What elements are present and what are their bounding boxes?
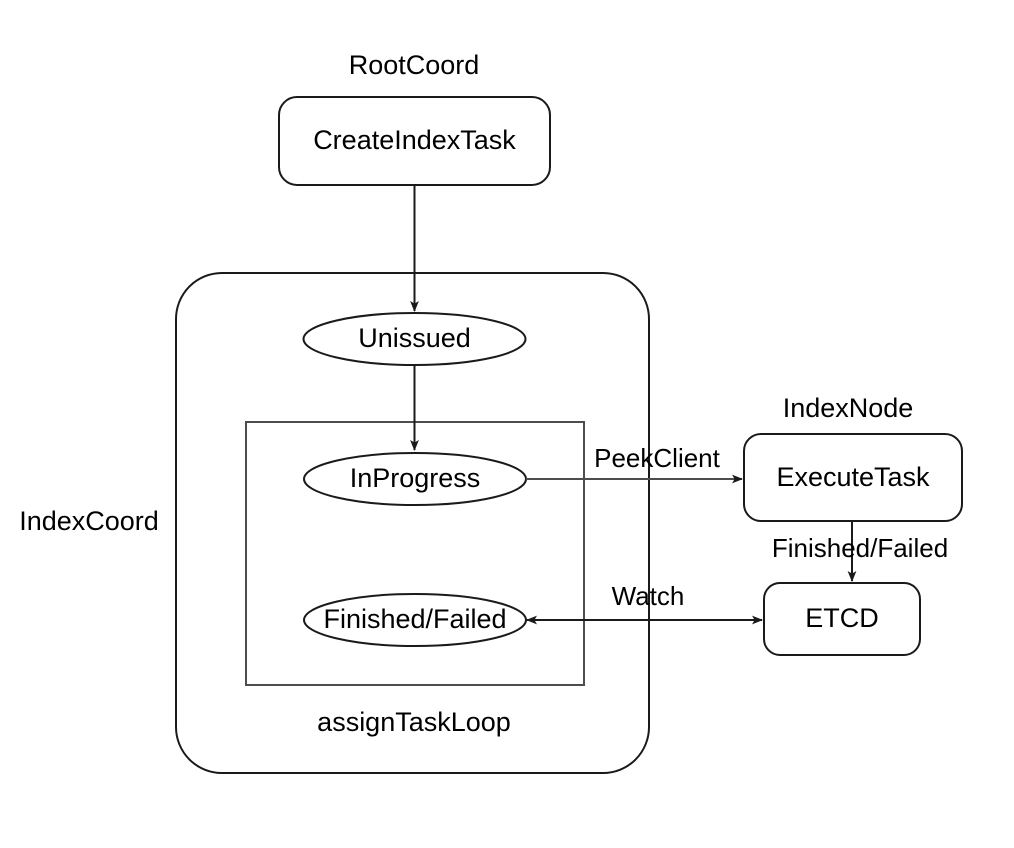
group-label-rootcoord: RootCoord: [349, 50, 480, 80]
group-label-indexnode: IndexNode: [783, 393, 914, 423]
group-label-assigntaskloop: assignTaskLoop: [317, 707, 511, 737]
group-label-indexcoord: IndexCoord: [19, 506, 159, 536]
node-etcd[interactable]: [763, 582, 921, 656]
edge-label-peekclient: PeekClient: [594, 443, 721, 473]
node-label-finished-failed: Finished/Failed: [323, 604, 506, 634]
node-label-in-progress: InProgress: [350, 463, 481, 493]
edge-label-watch: Watch: [612, 581, 685, 611]
edge-label-finished-failed: Finished/Failed: [772, 533, 948, 563]
group-container-indexcoord: [175, 272, 650, 774]
node-label-execute-task: ExecuteTask: [776, 462, 930, 492]
node-label-create-index-task: CreateIndexTask: [313, 125, 516, 155]
node-label-etcd: ETCD: [805, 603, 879, 633]
node-unissued[interactable]: [302, 312, 527, 366]
node-label-unissued: Unissued: [358, 323, 471, 353]
